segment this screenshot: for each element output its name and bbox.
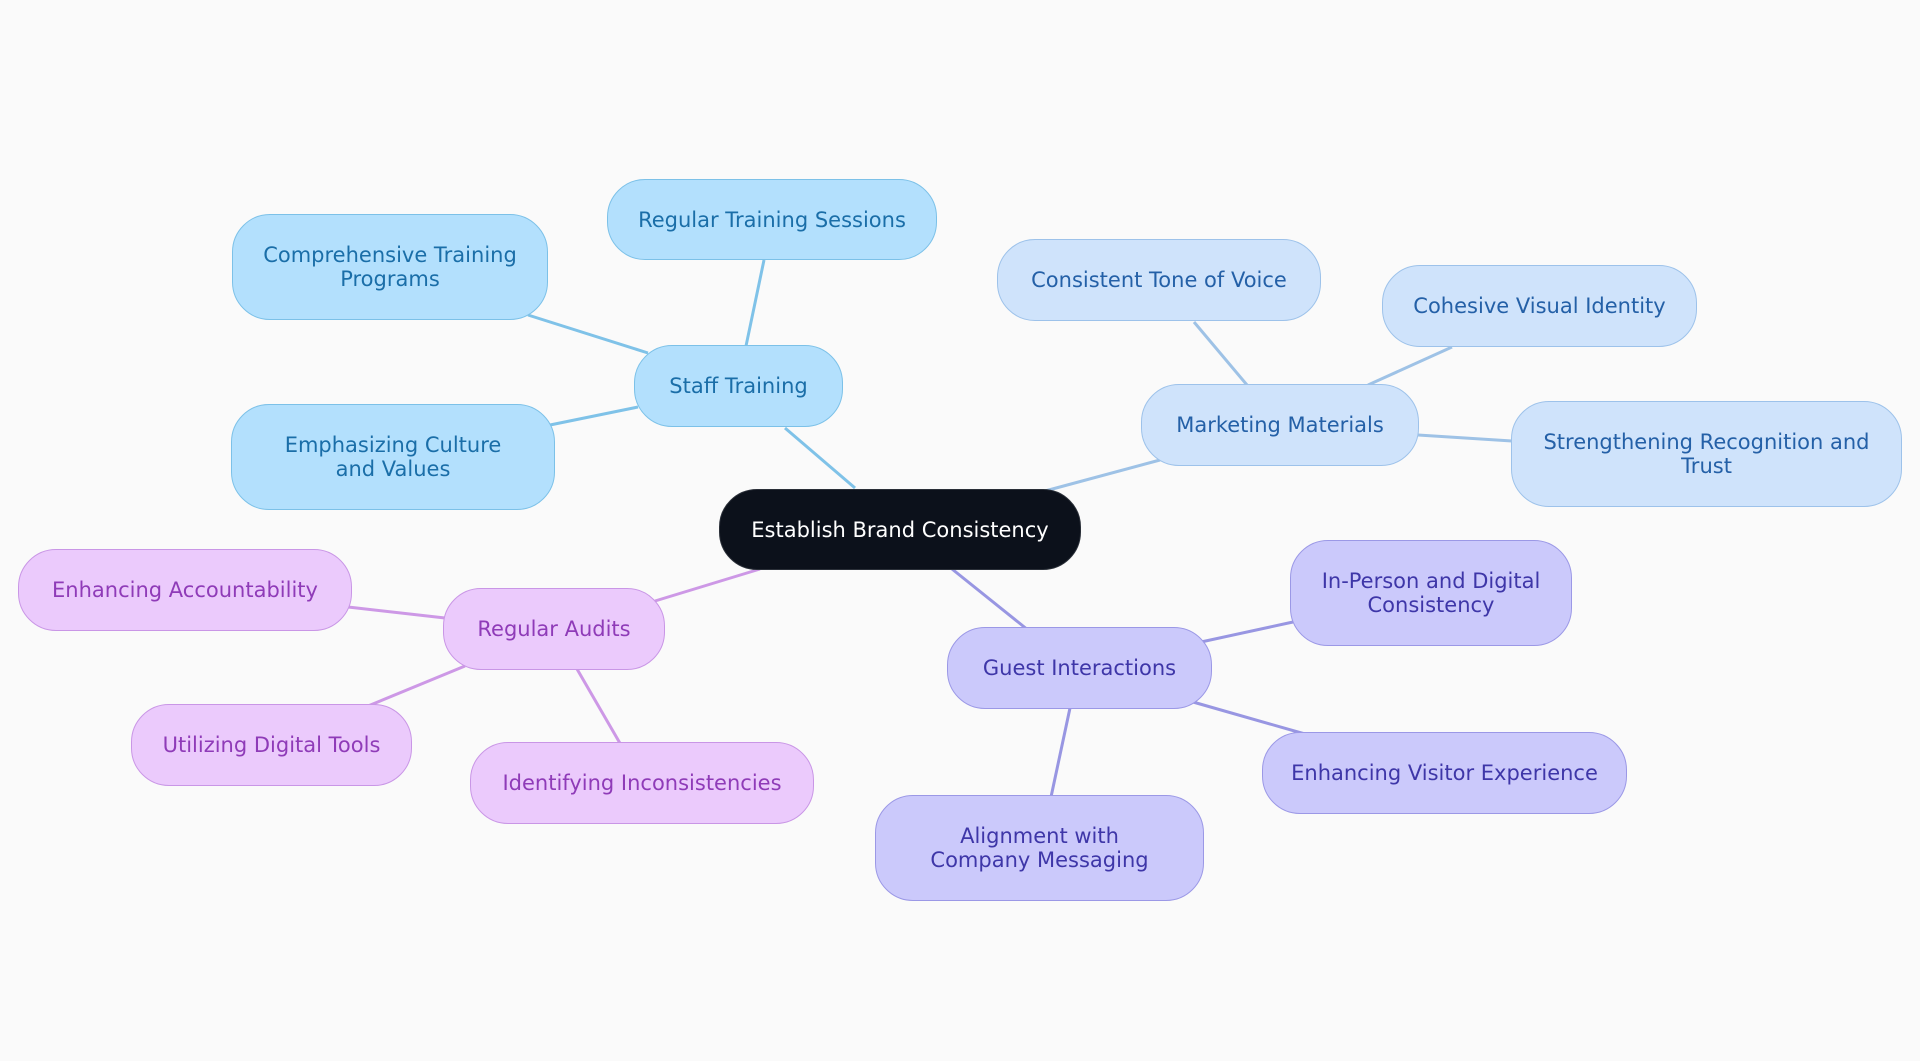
edge-guest-in-person-digital (1200, 620, 1294, 644)
root-node[interactable]: Establish Brand Consistency (719, 489, 1081, 570)
leaf-label-utilizing-digital-tools: Utilizing Digital Tools (162, 733, 381, 757)
leaf-node-identifying-inconsistencies[interactable]: Identifying Inconsistencies (470, 742, 814, 824)
root-node-label: Establish Brand Consistency (751, 517, 1049, 542)
edge-marketing-cohesive-visual (1367, 345, 1453, 387)
branch-node-guest-interactions[interactable]: Guest Interactions (947, 627, 1212, 709)
leaf-label-emphasizing-culture-values: Emphasizing Culture and Values (284, 433, 502, 481)
leaf-label-cohesive-visual-identity: Cohesive Visual Identity (1413, 294, 1666, 318)
leaf-node-enhancing-accountability[interactable]: Enhancing Accountability (18, 549, 352, 631)
branch-label-staff-training: Staff Training (669, 374, 808, 398)
branch-node-staff-training[interactable]: Staff Training (634, 345, 843, 427)
leaf-label-consistent-tone-of-voice: Consistent Tone of Voice (1031, 268, 1287, 292)
branch-node-marketing-materials[interactable]: Marketing Materials (1141, 384, 1419, 466)
leaf-node-utilizing-digital-tools[interactable]: Utilizing Digital Tools (131, 704, 412, 786)
edge-marketing-consistent-tone (1192, 321, 1249, 386)
leaf-node-emphasizing-culture-values[interactable]: Emphasizing Culture and Values (231, 404, 555, 510)
leaf-label-regular-training-sessions: Regular Training Sessions (638, 207, 906, 232)
leaf-node-regular-training-sessions[interactable]: Regular Training Sessions (607, 179, 937, 260)
leaf-node-in-person-digital-consistency[interactable]: In-Person and Digital Consistency (1290, 540, 1572, 646)
edge-staff-comprehensive-training (527, 313, 649, 355)
edge-staff-emphasizing-culture (549, 405, 639, 427)
leaf-label-enhancing-accountability: Enhancing Accountability (52, 578, 318, 602)
edge-root-marketing-materials (1044, 458, 1161, 493)
branch-label-regular-audits: Regular Audits (477, 617, 631, 641)
leaf-node-consistent-tone-of-voice[interactable]: Consistent Tone of Voice (997, 239, 1321, 321)
branch-label-guest-interactions: Guest Interactions (982, 656, 1177, 680)
edge-root-guest-interactions (951, 567, 1029, 632)
leaf-label-identifying-inconsistencies: Identifying Inconsistencies (502, 771, 782, 795)
leaf-label-in-person-digital-consistency: In-Person and Digital Consistency (1321, 569, 1541, 617)
leaf-label-comprehensive-training-programs: Comprehensive Training Programs (263, 243, 517, 291)
edge-guest-enhancing-visitor (1192, 700, 1306, 736)
edge-audits-enhancing-accountability (347, 605, 446, 620)
edge-staff-regular-training-sessions (744, 259, 766, 347)
branch-label-marketing-materials: Marketing Materials (1176, 413, 1384, 437)
edge-root-staff-training (784, 426, 856, 490)
edge-guest-alignment-messaging (1049, 707, 1072, 798)
edge-root-regular-audits (654, 567, 761, 603)
leaf-label-enhancing-visitor-experience: Enhancing Visitor Experience (1291, 761, 1598, 785)
edge-audits-identifying-inconsistencies (575, 668, 623, 746)
leaf-node-comprehensive-training-programs[interactable]: Comprehensive Training Programs (232, 214, 548, 320)
leaf-node-alignment-company-messaging[interactable]: Alignment with Company Messaging (875, 795, 1204, 901)
branch-node-regular-audits[interactable]: Regular Audits (443, 588, 665, 670)
leaf-label-strengthening-recognition-trust: Strengthening Recognition and Trust (1543, 430, 1870, 478)
leaf-label-alignment-company-messaging: Alignment with Company Messaging (930, 824, 1149, 872)
leaf-node-cohesive-visual-identity[interactable]: Cohesive Visual Identity (1382, 265, 1697, 347)
leaf-node-strengthening-recognition-trust[interactable]: Strengthening Recognition and Trust (1511, 401, 1902, 507)
leaf-node-enhancing-visitor-experience[interactable]: Enhancing Visitor Experience (1262, 732, 1627, 814)
edge-marketing-strengthening (1417, 433, 1513, 443)
edge-audits-utilizing-digital-tools (367, 664, 466, 708)
